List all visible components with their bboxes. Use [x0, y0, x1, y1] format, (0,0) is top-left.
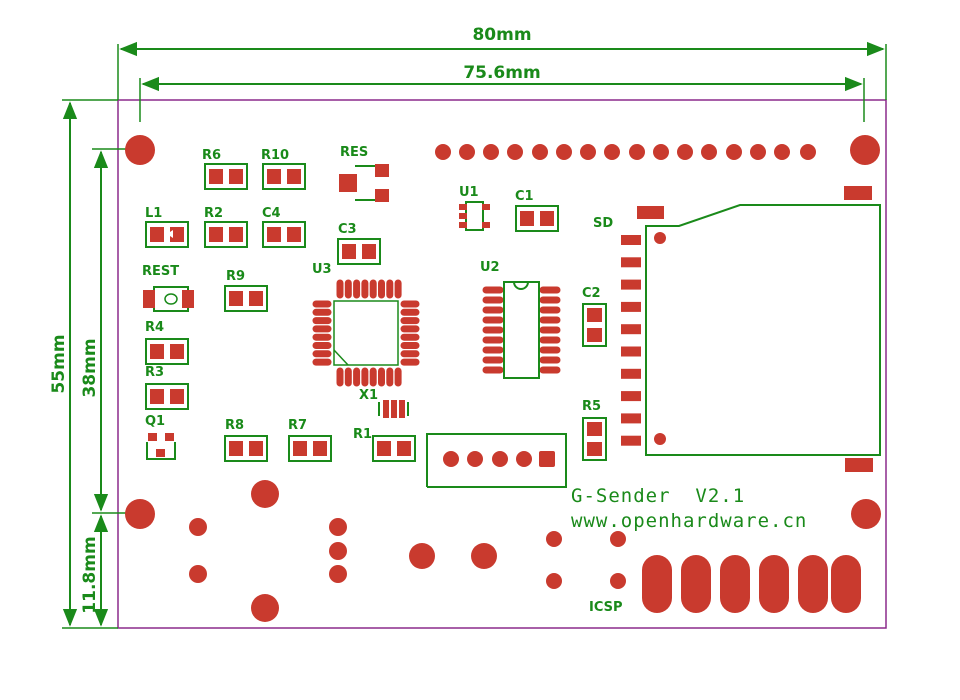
label-r2: R2 — [204, 206, 223, 221]
transistor-q1 — [146, 433, 176, 460]
label-r10: R10 — [261, 148, 289, 163]
dimension-11-8mm: 11.8mm — [80, 514, 109, 627]
label-u1: U1 — [459, 185, 479, 200]
label-r4: R4 — [145, 320, 164, 335]
capacitor-c4 — [262, 221, 306, 248]
label-u2: U2 — [480, 260, 500, 275]
mounting-hole-bottom-right — [851, 499, 881, 529]
dimension-80mm: 80mm — [117, 25, 887, 100]
label-res: RES — [340, 145, 368, 160]
component-res — [339, 164, 389, 202]
mounting-hole-top-right — [850, 135, 880, 165]
mounting-hole-top-left — [125, 135, 155, 165]
resistor-r3 — [145, 383, 189, 410]
resistor-r9 — [224, 285, 268, 312]
resistor-r2 — [204, 221, 248, 248]
large-oval-pads — [642, 555, 861, 613]
resistor-r6 — [204, 163, 248, 190]
dimension-75-6mm-label: 75.6mm — [463, 63, 540, 83]
ic-u1 — [459, 201, 490, 231]
resistor-r10 — [262, 163, 306, 190]
label-r9: R9 — [226, 269, 245, 284]
website-url: www.openhardware.cn — [571, 510, 807, 532]
header-pin-row — [435, 144, 816, 160]
product-name: G-Sender V2.1 — [571, 485, 745, 507]
resistor-r1 — [372, 435, 416, 462]
capacitor-c2 — [582, 303, 607, 347]
crystal-x1 — [378, 400, 409, 418]
label-u3: U3 — [312, 262, 332, 277]
label-r6: R6 — [202, 148, 221, 163]
label-rest: REST — [142, 264, 179, 279]
label-l1: L1 — [145, 206, 162, 221]
dimension-38mm: 38mm — [80, 148, 140, 514]
dimension-80mm-label: 80mm — [472, 25, 531, 45]
bottom-through-hole-pads — [189, 480, 626, 622]
connector-5-pin — [426, 433, 567, 488]
resistor-r5 — [582, 417, 607, 461]
resistor-r8 — [224, 435, 268, 462]
label-c1: C1 — [515, 189, 534, 204]
label-r5: R5 — [582, 399, 601, 414]
capacitor-c3 — [337, 238, 381, 265]
label-q1: Q1 — [145, 414, 165, 429]
label-c2: C2 — [582, 286, 601, 301]
label-icsp: ICSP — [589, 600, 623, 615]
label-r8: R8 — [225, 418, 244, 433]
sd-card-socket — [621, 186, 881, 472]
reset-button — [143, 286, 194, 312]
resistor-r7 — [288, 435, 332, 462]
capacitor-c1 — [515, 205, 559, 232]
dimension-55mm-label: 55mm — [49, 334, 69, 393]
dimension-38mm-label: 38mm — [80, 338, 100, 397]
label-c3: C3 — [338, 222, 357, 237]
mounting-hole-bottom-left — [125, 499, 155, 529]
label-r7: R7 — [288, 418, 307, 433]
label-c4: C4 — [262, 206, 281, 221]
label-r3: R3 — [145, 365, 164, 380]
dimension-11-8mm-label: 11.8mm — [80, 536, 100, 613]
resistor-r4 — [145, 338, 189, 365]
ic-u3-qfp — [312, 279, 420, 387]
inductor-l1 — [145, 221, 189, 248]
board-outline — [117, 99, 887, 629]
label-r1: R1 — [353, 427, 372, 442]
dimension-55mm: 55mm — [49, 99, 118, 629]
ic-u2 — [482, 281, 561, 379]
dimension-75-6mm: 75.6mm — [139, 63, 865, 122]
label-sd: SD — [593, 216, 613, 231]
label-x1: X1 — [359, 388, 378, 403]
